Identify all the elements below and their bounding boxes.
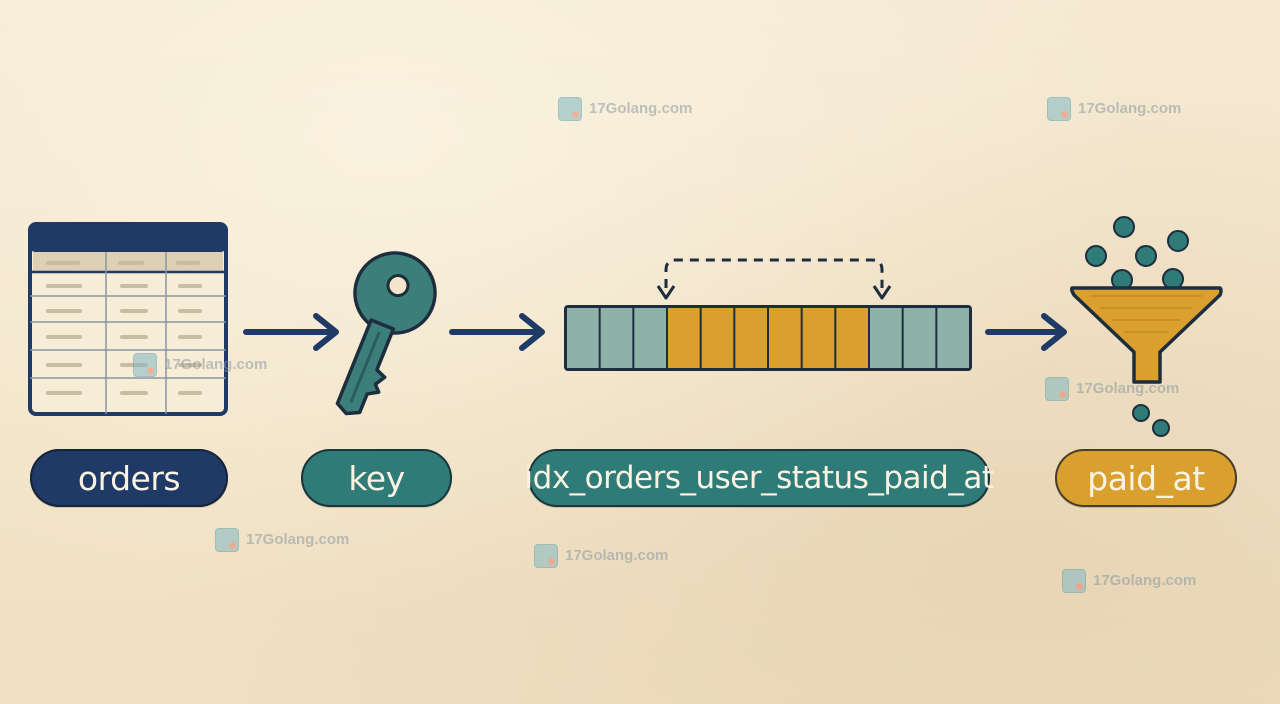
table-icon	[28, 222, 228, 416]
index-cell	[567, 308, 599, 368]
index-cell	[634, 308, 666, 368]
index-cell-highlighted	[802, 308, 835, 368]
index-cell	[903, 308, 936, 368]
index-cell-highlighted	[668, 308, 700, 368]
watermark: 17Golang.com	[1047, 97, 1181, 121]
index-cell-highlighted	[735, 308, 767, 368]
watermark-logo-icon	[133, 353, 157, 377]
watermark-logo-icon	[534, 544, 558, 568]
watermark-text: 17Golang.com	[1076, 379, 1180, 397]
watermark-text: 17Golang.com	[1078, 99, 1182, 117]
watermark-logo-icon	[215, 528, 239, 552]
watermark-text: 17Golang.com	[164, 355, 268, 373]
arrow-icon	[243, 313, 339, 351]
index-cell	[937, 308, 969, 368]
watermark: 17Golang.com	[133, 353, 267, 377]
index-cell	[600, 308, 633, 368]
index-cell-highlighted	[701, 308, 734, 368]
index-cell-highlighted	[836, 308, 868, 368]
watermark-text: 17Golang.com	[246, 530, 350, 548]
key-icon	[335, 251, 437, 416]
watermark-logo-icon	[1062, 569, 1086, 593]
arrow-icon	[985, 313, 1067, 351]
watermark-logo-icon	[558, 97, 582, 121]
watermark-text: 17Golang.com	[1093, 571, 1197, 589]
watermark: 17Golang.com	[1045, 377, 1179, 401]
watermark-text: 17Golang.com	[589, 99, 693, 117]
index-label: idx_orders_user_status_paid_at	[525, 449, 994, 507]
range-bracket	[656, 258, 892, 300]
watermark-logo-icon	[1045, 377, 1069, 401]
funnel-icon	[1070, 216, 1223, 437]
watermark: 17Golang.com	[534, 544, 668, 568]
watermark-logo-icon	[1047, 97, 1071, 121]
table-label: orders	[30, 449, 228, 507]
arrow-icon	[449, 313, 545, 351]
watermark: 17Golang.com	[1062, 569, 1196, 593]
filter-label: paid_at	[1055, 449, 1237, 507]
watermark: 17Golang.com	[558, 97, 692, 121]
watermark: 17Golang.com	[215, 528, 349, 552]
index-cell	[870, 308, 902, 368]
watermark-text: 17Golang.com	[565, 546, 669, 564]
key-label: key	[301, 449, 452, 507]
index-cell-highlighted	[769, 308, 801, 368]
index-strip-icon	[564, 305, 972, 371]
